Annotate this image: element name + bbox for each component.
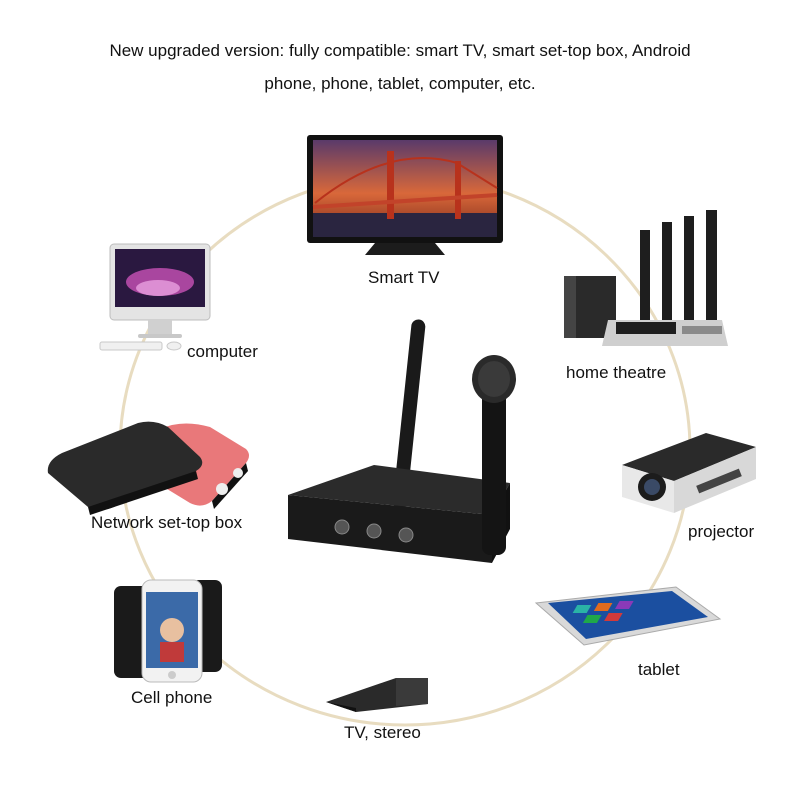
headline-line-1: New upgraded version: fully compatible: … — [109, 41, 691, 60]
headline: New upgraded version: fully compatible: … — [40, 34, 760, 100]
home-theatre-image — [564, 210, 728, 346]
cell-phone-image — [114, 579, 222, 683]
computer-label: computer — [187, 342, 258, 361]
soundbar-image — [326, 678, 428, 712]
tablet-label: tablet — [638, 660, 680, 679]
projector-label: projector — [688, 522, 755, 541]
set-top-box-label: Network set-top box — [91, 513, 243, 532]
tablet-image — [534, 586, 722, 646]
projector-image — [622, 433, 756, 513]
headline-line-2: phone, phone, tablet, computer, etc. — [264, 74, 536, 93]
karaoke-receiver-image — [288, 319, 516, 563]
cell-phone-label: Cell phone — [131, 688, 213, 707]
computer-image — [99, 243, 211, 351]
set-top-box-image — [47, 421, 249, 515]
home-theatre-label: home theatre — [566, 363, 667, 382]
smart-tv-image — [307, 135, 503, 255]
tv-stereo-label: TV, stereo — [344, 723, 421, 742]
smart-tv-label: Smart TV — [368, 268, 440, 287]
